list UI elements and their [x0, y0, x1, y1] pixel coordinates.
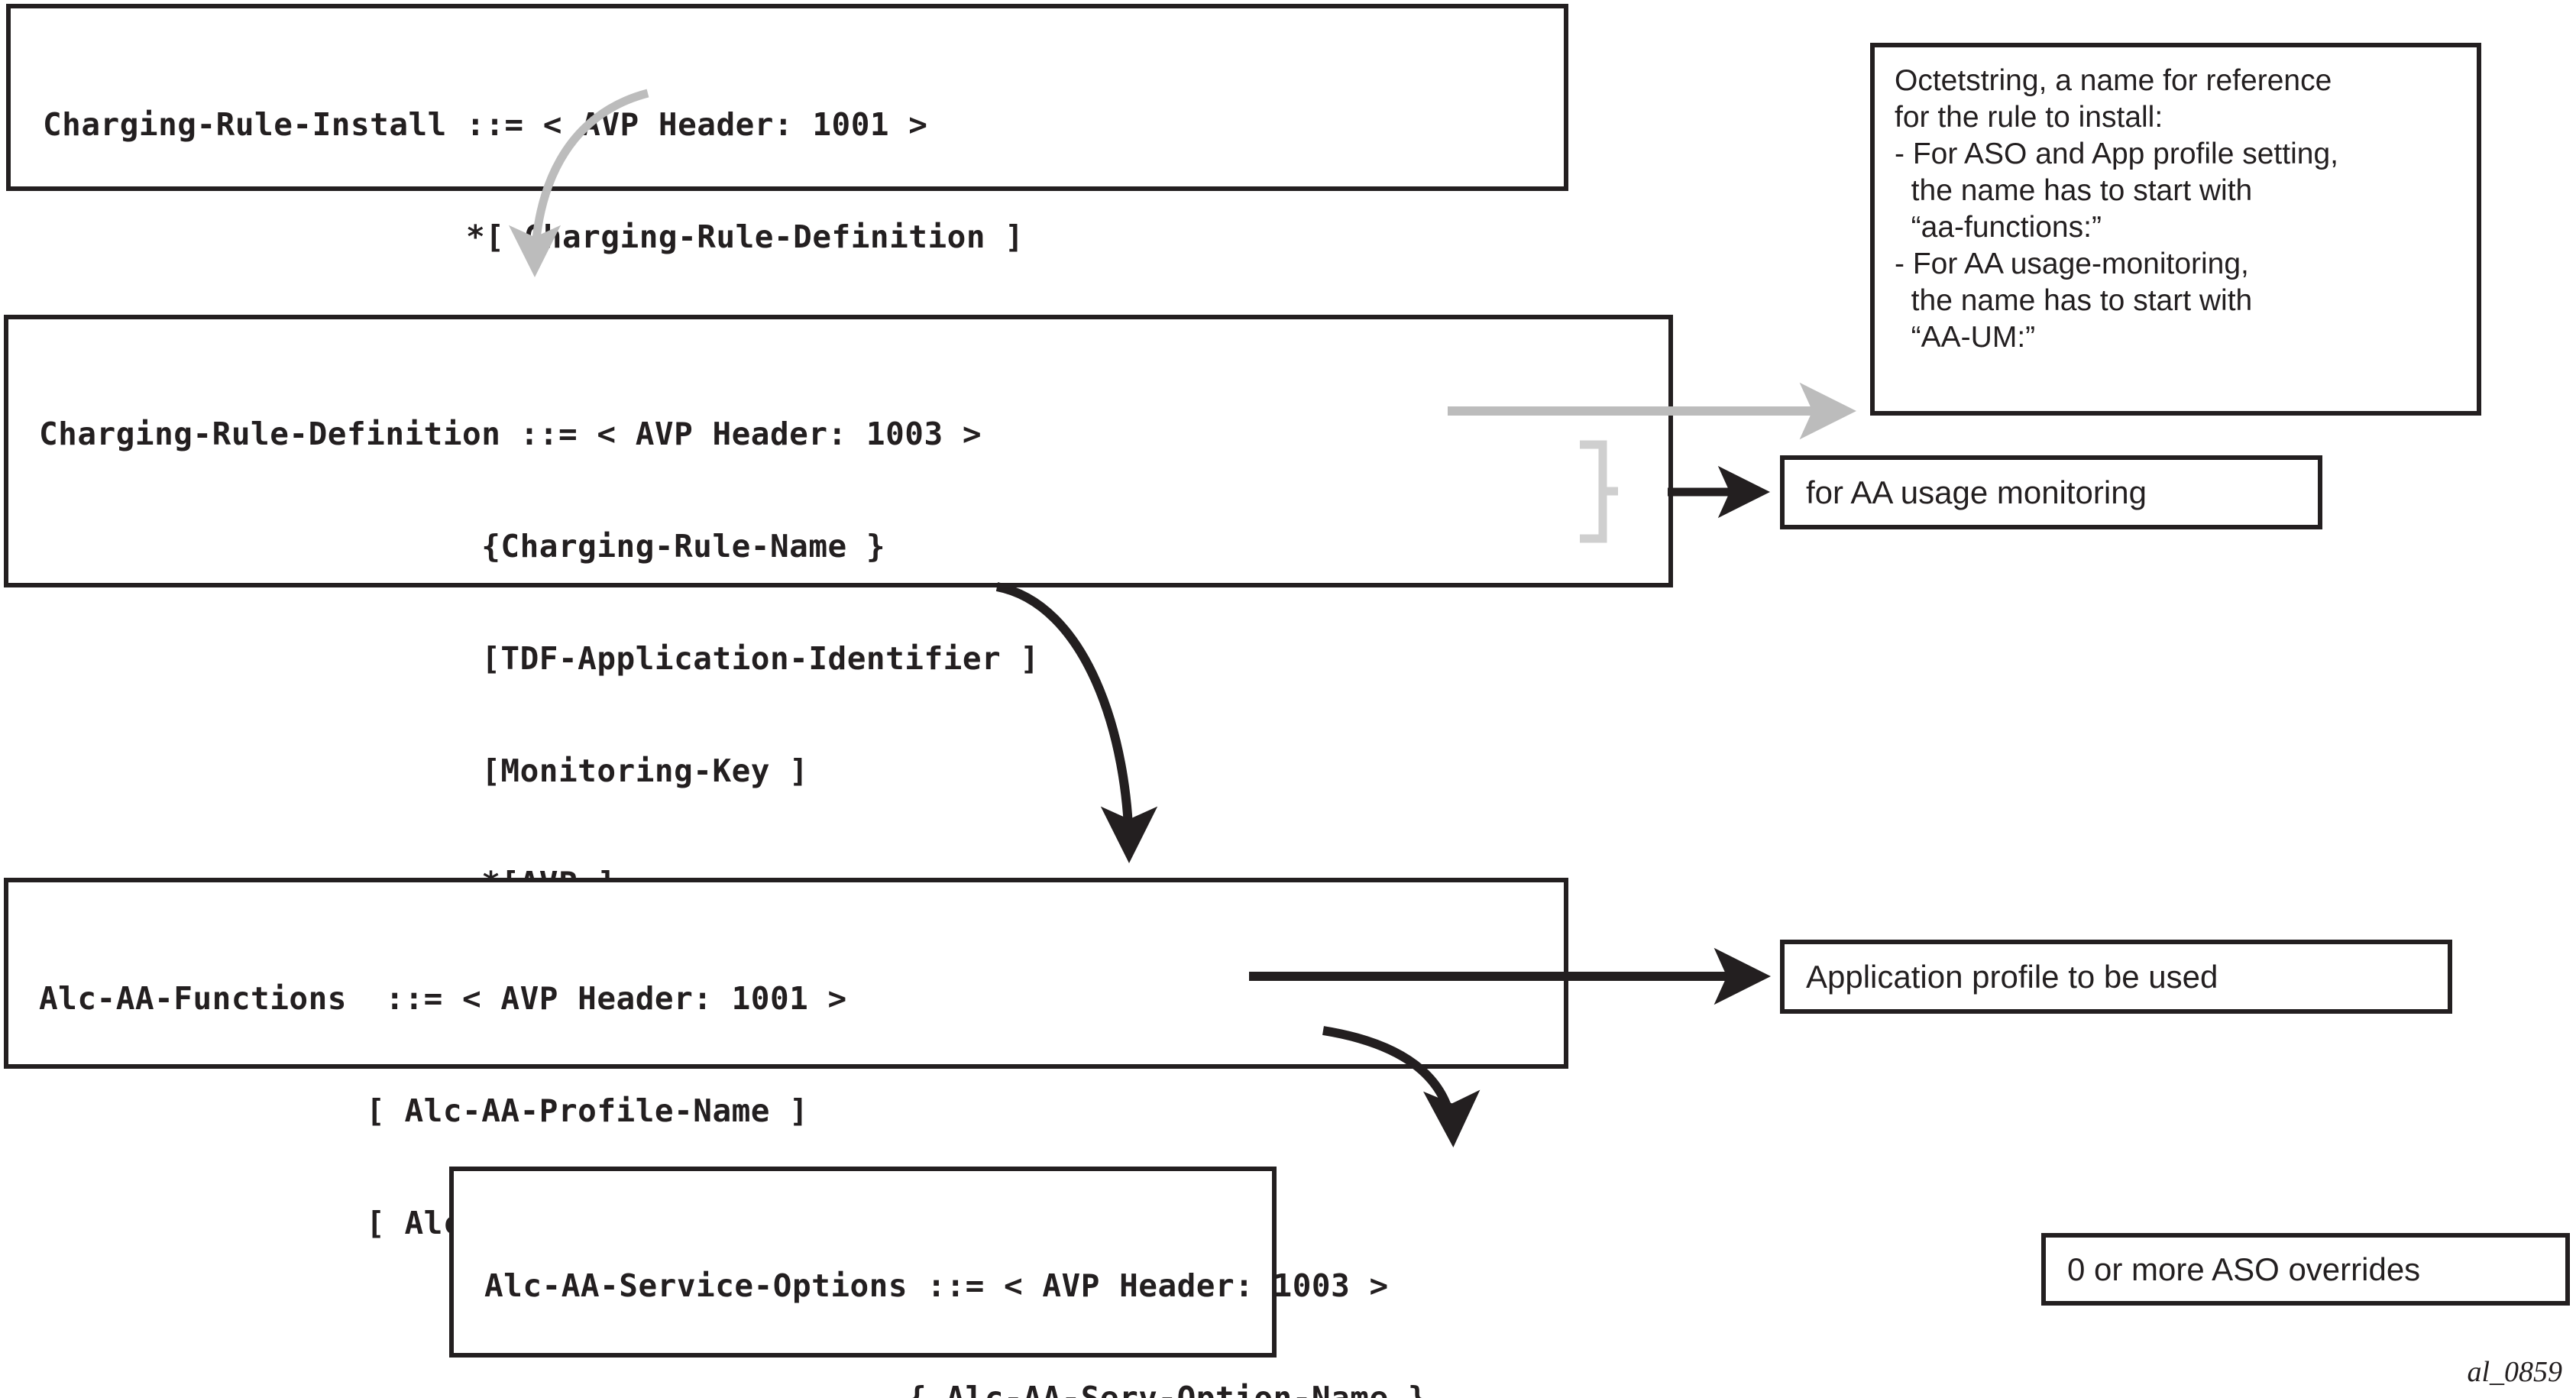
alc-aa-service-options-code: Alc-AA-Service-Options ::= < AVP Header:…: [484, 1193, 1446, 1398]
code-line: [Monitoring-Key ]: [39, 752, 809, 789]
code-line: Alc-AA-Service-Options ::= < AVP Header:…: [484, 1267, 1389, 1304]
aso-overrides-label: 0 or more ASO overrides: [2067, 1251, 2421, 1287]
note-line: for the rule to install:: [1895, 101, 2163, 134]
code-line: Charging-Rule-Definition ::= < AVP Heade…: [39, 416, 982, 452]
code-line: {Charging-Rule-Name }: [39, 528, 886, 565]
aso-overrides-callout: 0 or more ASO overrides: [2041, 1233, 2570, 1306]
code-line: [TDF-Application-Identifier ]: [39, 640, 1040, 677]
figure-caption: al_0859: [2467, 1356, 2562, 1388]
code-line: [ Alc-AA-Profile-Name ]: [39, 1092, 809, 1129]
code-line: Alc-AA-Functions ::= < AVP Header: 1001 …: [39, 980, 847, 1017]
app-profile-label: Application profile to be used: [1806, 958, 2218, 995]
aa-usage-monitoring-callout: for AA usage monitoring: [1780, 455, 2322, 529]
code-line: { Alc-AA-Serv-Option-Name }: [484, 1380, 1428, 1398]
code-line: *[ Charging-Rule-Definition ]: [43, 218, 1024, 255]
charging-rule-install-box: Charging-Rule-Install ::= < AVP Header: …: [6, 4, 1568, 367]
octetstring-note-callout: Octetstring, a name for reference for th…: [1870, 43, 2481, 416]
code-line: Charging-Rule-Install ::= < AVP Header: …: [43, 106, 928, 143]
note-line: the name has to start with: [1895, 174, 2253, 207]
note-line: “aa-functions:”: [1895, 211, 2102, 244]
alc-aa-functions-box: Alc-AA-Functions ::= < AVP Header: 1001 …: [4, 878, 1568, 1241]
charging-rule-definition-box: Charging-Rule-Definition ::= < AVP Heade…: [4, 315, 1673, 901]
note-line: - For ASO and App profile setting,: [1895, 138, 2338, 170]
alc-aa-service-options-box: Alc-AA-Service-Options ::= < AVP Header:…: [449, 1167, 1427, 1398]
charging-rule-definition-code: Charging-Rule-Definition ::= < AVP Heade…: [39, 341, 1040, 977]
aa-usage-monitoring-label: for AA usage monitoring: [1806, 474, 2147, 510]
app-profile-callout: Application profile to be used: [1780, 940, 2452, 1014]
note-line: Octetstring, a name for reference: [1895, 64, 2332, 97]
note-line: “AA-UM:”: [1895, 321, 2036, 354]
octetstring-note-text: Octetstring, a name for reference for th…: [1895, 63, 2458, 356]
note-line: - For AA usage-monitoring,: [1895, 248, 2249, 280]
note-line: the name has to start with: [1895, 284, 2253, 317]
